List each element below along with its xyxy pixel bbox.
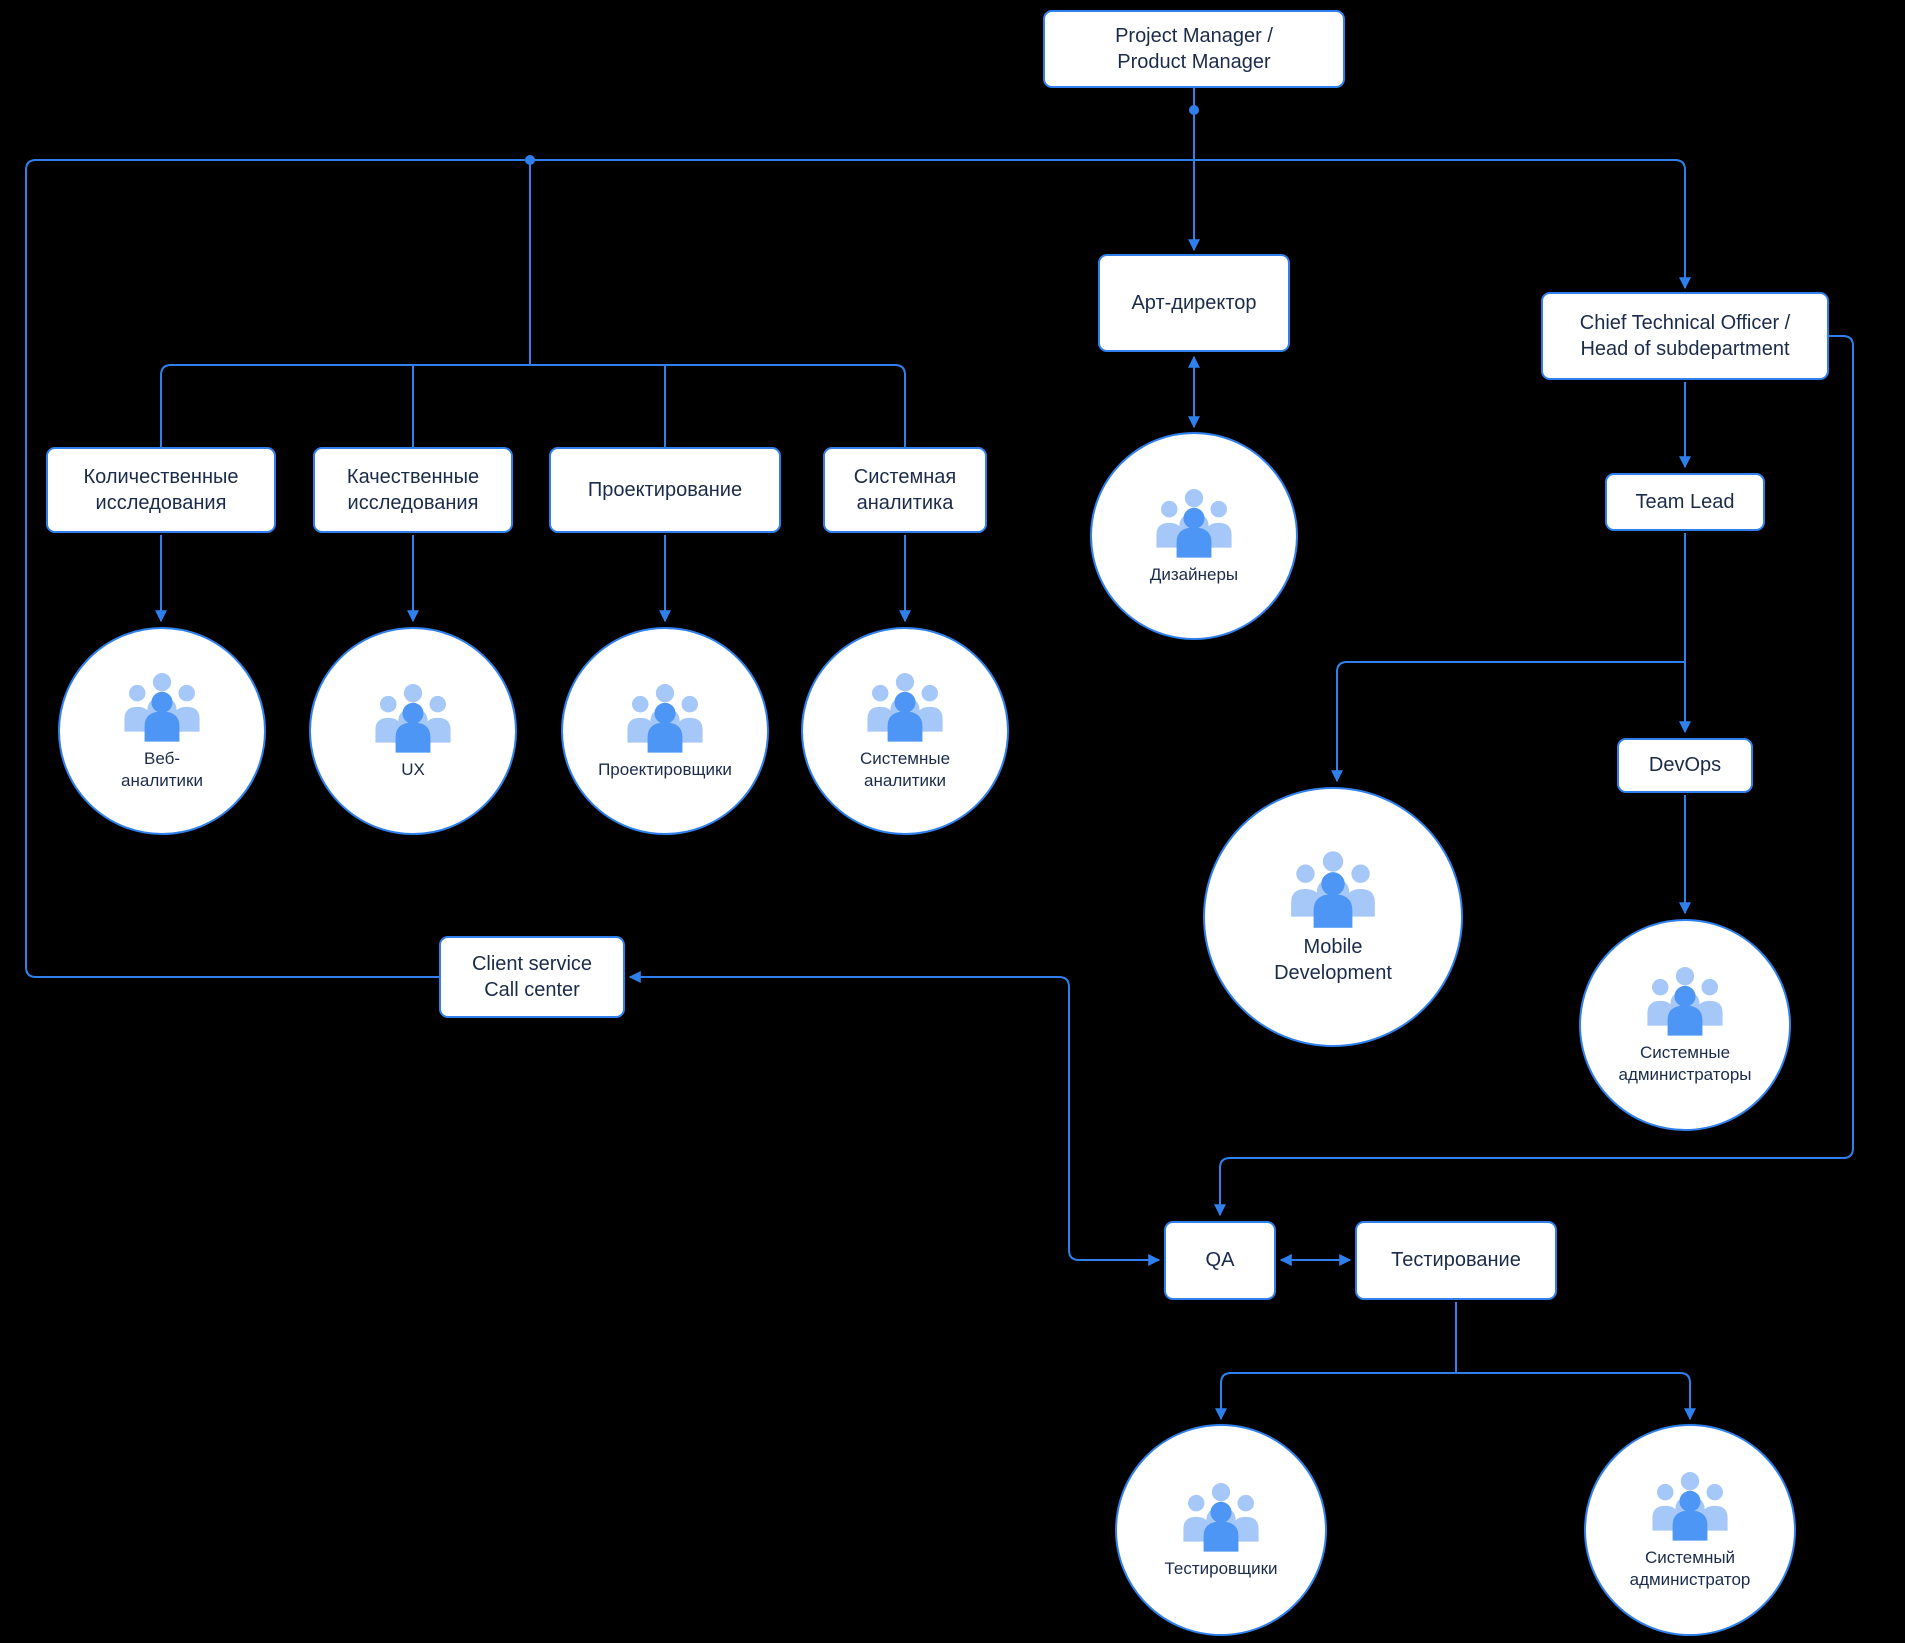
node-cto: Chief Technical Officer / Head of subdep…: [1541, 292, 1829, 380]
node-client-service-label: Client service Call center: [471, 952, 593, 1001]
connector-research-branch-rail: [160, 364, 906, 447]
node-projection-label: Проектирование: [587, 478, 743, 501]
node-quant-research-label: Количественные исследования: [83, 465, 239, 514]
people-group-icon: [1150, 486, 1238, 558]
node-sys-analytics-label: Системная аналитика: [853, 465, 957, 514]
group-designers: Дизайнеры: [1090, 432, 1298, 640]
group-sys-admin: Системный администратор: [1584, 1424, 1796, 1636]
node-testing: Тестирование: [1355, 1221, 1557, 1300]
people-group-icon: [1641, 964, 1729, 1036]
people-group-icon: [369, 681, 457, 753]
node-team-lead: Team Lead: [1605, 473, 1765, 531]
connector-main-spine: [25, 159, 1691, 978]
node-qual-research: Качественные исследования: [313, 447, 513, 533]
group-planners-label: Проектировщики: [598, 759, 732, 779]
junction-dot: [525, 155, 535, 165]
group-sys-admins: Системные администраторы: [1579, 919, 1791, 1131]
people-group-icon: [621, 681, 709, 753]
group-mobile-development-label: Mobile Development: [1274, 936, 1392, 984]
group-sys-analysts-label: Системные аналитики: [859, 748, 951, 790]
group-mobile-development: Mobile Development: [1203, 787, 1463, 1047]
node-team-lead-label: Team Lead: [1635, 490, 1735, 513]
node-qa: QA: [1164, 1221, 1276, 1300]
node-sys-analytics: Системная аналитика: [823, 447, 987, 533]
connector-testing-split: [1215, 1372, 1696, 1421]
node-devops-label: DevOps: [1648, 754, 1722, 777]
people-group-icon: [1177, 1480, 1265, 1552]
connector-client-service-qa: [628, 971, 1161, 1266]
node-client-service: Client service Call center: [439, 936, 625, 1018]
node-project-manager-label: Project Manager / Product Manager: [1115, 24, 1273, 73]
node-cto-label: Chief Technical Officer / Head of subdep…: [1579, 311, 1791, 360]
group-testers-label: Тестировщики: [1164, 1558, 1278, 1578]
node-devops: DevOps: [1617, 738, 1753, 793]
group-web-analysts-label: Веб- аналитики: [121, 748, 203, 790]
node-art-director: Арт-директор: [1098, 254, 1290, 352]
node-project-manager: Project Manager / Product Manager: [1043, 10, 1345, 88]
node-qual-research-label: Качественные исследования: [346, 465, 480, 514]
people-group-icon: [1284, 848, 1382, 928]
people-group-icon: [1646, 1469, 1734, 1541]
junction-dot: [1189, 105, 1199, 115]
group-designers-label: Дизайнеры: [1149, 564, 1239, 584]
people-group-icon: [861, 670, 949, 742]
group-ux-label: UX: [401, 759, 425, 779]
connector-team-lead-to-mobile: [1331, 661, 1685, 783]
group-planners: Проектировщики: [561, 627, 769, 835]
people-group-icon: [118, 670, 206, 742]
group-ux: UX: [309, 627, 517, 835]
connector-cto-to-qa: [1214, 335, 1854, 1217]
group-sys-admin-label: Системный администратор: [1629, 1547, 1751, 1589]
group-testers: Тестировщики: [1115, 1424, 1327, 1636]
node-quant-research: Количественные исследования: [46, 447, 276, 533]
group-sys-analysts: Системные аналитики: [801, 627, 1009, 835]
node-qa-label: QA: [1205, 1249, 1235, 1272]
node-projection: Проектирование: [549, 447, 781, 533]
node-testing-label: Тестирование: [1391, 1249, 1521, 1272]
node-art-director-label: Арт-директор: [1131, 291, 1257, 314]
group-sys-admins-label: Системные администраторы: [1618, 1042, 1752, 1084]
group-web-analysts: Веб- аналитики: [58, 627, 266, 835]
